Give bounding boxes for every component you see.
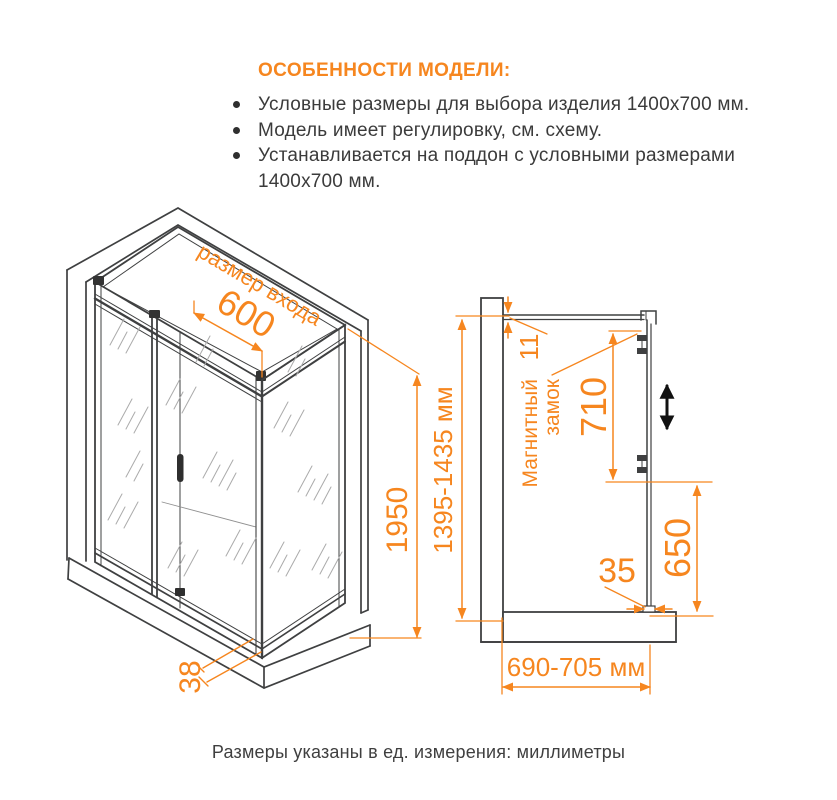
bullet-icon <box>233 101 240 108</box>
features-section: ОСОБЕННОСТИ МОДЕЛИ: Условные размеры для… <box>225 60 800 194</box>
side-dimensions <box>455 296 714 695</box>
corner-bracket <box>256 371 266 381</box>
side-structure <box>480 297 677 643</box>
iso-view: размер входа 600 1950 38 <box>66 207 422 694</box>
bottom-gap-dimension: 35 <box>598 552 636 590</box>
magnetic-lock-label: Магнитный <box>519 379 542 487</box>
footer-note: Размеры указаны в ед. измерения: миллиме… <box>211 742 626 762</box>
bullet-icon <box>233 126 240 134</box>
door-bottom-guide <box>175 588 185 596</box>
door-handle <box>177 454 184 482</box>
depth-dimension: 690-705 мм <box>507 652 645 682</box>
side-view: 1395-1435 мм 11 Магнитный замок 710 650 … <box>428 296 714 695</box>
feature-item: Устанавливается на поддон с условными ра… <box>225 143 800 194</box>
glass-reflections <box>107 318 343 579</box>
magnetic-lock-parts <box>637 335 647 473</box>
feature-text: Устанавливается на поддон с условными ра… <box>258 145 736 192</box>
bullet-icon <box>233 152 240 159</box>
wall-height-dimension: 1395-1435 мм <box>428 386 458 553</box>
corner-cap <box>93 276 104 285</box>
glass-height-dimension: 650 <box>657 518 698 578</box>
feature-item: Модель имеет регулировку, см. схему. <box>225 118 800 144</box>
entrance-width-dimline <box>193 312 263 352</box>
shower-tray <box>67 557 371 689</box>
magnetic-lock-label: замок <box>541 378 564 435</box>
features-list: Условные размеры для выбора изделия 1400… <box>225 92 800 194</box>
height-dimension: 1950 <box>381 487 414 554</box>
front-glass-wall <box>93 281 264 660</box>
base-height-dimension: 38 <box>174 660 207 693</box>
feature-text: Модель имеет регулировку, см. схему. <box>258 119 603 141</box>
door-height-dimension: 710 <box>573 377 614 437</box>
door-roller <box>149 310 160 318</box>
wall <box>480 297 504 643</box>
feature-text: Условные размеры для выбора изделия 1400… <box>258 94 750 115</box>
side-glass-panel <box>261 323 346 659</box>
features-title: ОСОБЕННОСТИ МОДЕЛИ: <box>258 60 511 81</box>
iso-dimensions <box>193 300 422 687</box>
wall-corner <box>66 207 369 614</box>
top-gap-dimension: 11 <box>514 334 544 361</box>
feature-item: Условные размеры для выбора изделия 1400… <box>225 92 800 118</box>
corner-bracket <box>640 310 657 325</box>
